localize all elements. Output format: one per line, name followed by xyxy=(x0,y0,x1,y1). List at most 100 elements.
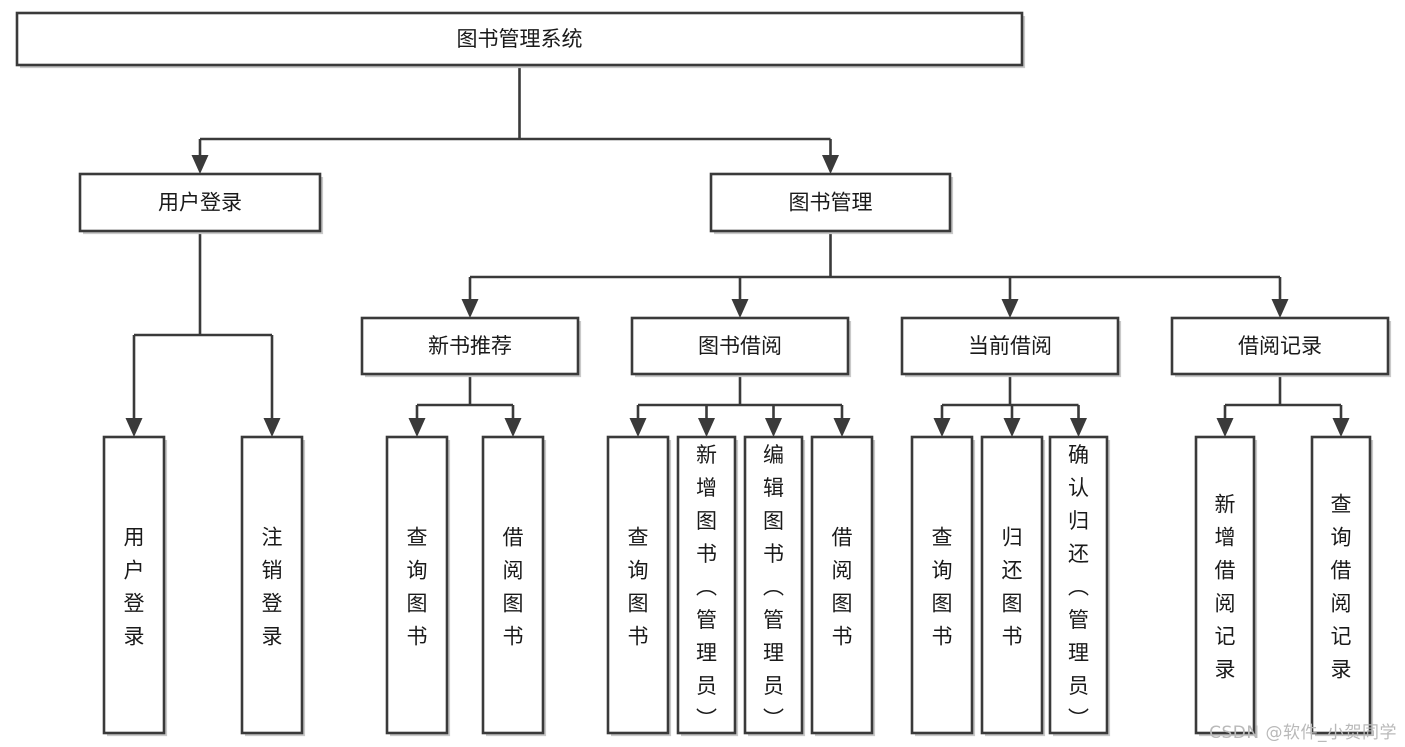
arrow-head-icon xyxy=(461,299,479,318)
node-label: 借阅图书 xyxy=(503,526,524,649)
node-leaf-borrow-book[interactable]: 借阅图书 xyxy=(810,435,876,737)
node-shadow xyxy=(611,440,672,737)
node-borrow-record[interactable]: 借阅记录 xyxy=(1170,316,1392,378)
node-shadow xyxy=(905,321,1122,378)
node-rect[interactable] xyxy=(910,435,974,735)
arrow-head-icon xyxy=(263,418,281,437)
node-shadow xyxy=(107,440,168,737)
arrow-head-icon xyxy=(1332,418,1350,437)
node-leaf-add-book-admin[interactable]: 新增图书︵管理员︶ xyxy=(676,435,739,737)
connector-layer xyxy=(125,65,1350,437)
arrow-head-icon xyxy=(1001,299,1019,318)
node-layer: 图书管理系统用户登录图书管理新书推荐图书借阅当前借阅借阅记录用户登录注销登录查询… xyxy=(15,11,1392,737)
node-rect[interactable] xyxy=(15,11,1024,67)
node-rect[interactable] xyxy=(385,435,449,735)
arrow-head-icon xyxy=(833,418,851,437)
node-shadow xyxy=(714,177,954,235)
node-shadow xyxy=(1199,440,1258,737)
node-rect[interactable] xyxy=(102,435,166,735)
arrow-head-icon xyxy=(191,155,209,174)
node-leaf-query-book-current[interactable]: 查询图书 xyxy=(910,435,976,737)
node-label: 用户登录 xyxy=(124,526,145,649)
arrow-head-icon xyxy=(933,418,951,437)
node-rect[interactable] xyxy=(676,435,737,735)
node-leaf-user-login[interactable]: 用户登录 xyxy=(102,435,168,737)
node-rect[interactable] xyxy=(630,316,850,376)
node-book-borrow[interactable]: 图书借阅 xyxy=(630,316,852,378)
arrow-head-icon xyxy=(1070,418,1087,437)
node-shadow xyxy=(20,16,1026,69)
node-shadow xyxy=(365,321,582,378)
node-rect[interactable] xyxy=(709,172,952,233)
node-rect[interactable] xyxy=(743,435,804,735)
node-undefined[interactable]: 图书管理系统 xyxy=(15,11,1026,69)
node-label: 用户登录 xyxy=(158,191,242,215)
node-shadow xyxy=(1175,321,1392,378)
node-label: 查询借阅记录 xyxy=(1331,493,1352,682)
node-label: 当前借阅 xyxy=(968,334,1052,358)
node-new-book-recommend[interactable]: 新书推荐 xyxy=(360,316,582,378)
node-label: 新增借阅记录 xyxy=(1215,493,1236,682)
arrow-head-icon xyxy=(822,155,839,174)
node-leaf-return-book[interactable]: 归还图书 xyxy=(980,435,1046,737)
node-label: 查询图书 xyxy=(407,526,428,649)
node-rect[interactable] xyxy=(1194,435,1256,735)
node-rect[interactable] xyxy=(1310,435,1372,735)
node-label: 图书借阅 xyxy=(698,334,782,358)
node-shadow xyxy=(748,440,806,737)
node-rect[interactable] xyxy=(360,316,580,376)
node-rect[interactable] xyxy=(900,316,1120,376)
node-book-manage[interactable]: 图书管理 xyxy=(709,172,954,235)
node-shadow xyxy=(985,440,1046,737)
node-shadow xyxy=(1315,440,1374,737)
node-leaf-query-book-borrow[interactable]: 查询图书 xyxy=(606,435,672,737)
node-label: 查询图书 xyxy=(932,526,953,649)
node-rect[interactable] xyxy=(810,435,874,735)
node-leaf-logout[interactable]: 注销登录 xyxy=(240,435,306,737)
node-leaf-query-borrow-record[interactable]: 查询借阅记录 xyxy=(1310,435,1374,737)
arrow-head-icon xyxy=(408,418,426,437)
node-label: 新书推荐 xyxy=(428,334,512,358)
node-leaf-confirm-return-admin[interactable]: 确认归还︵管理员︶ xyxy=(1048,435,1111,737)
arrow-head-icon xyxy=(698,418,715,437)
node-label: 归还图书 xyxy=(1002,526,1023,649)
node-rect[interactable] xyxy=(606,435,670,735)
watermark-text: CSDN @软件_小贺同学 xyxy=(1209,723,1397,743)
arrow-head-icon xyxy=(504,418,522,437)
node-shadow xyxy=(83,177,324,235)
node-leaf-borrow-book-rec[interactable]: 借阅图书 xyxy=(481,435,547,737)
node-label: 编辑图书︵管理员︶ xyxy=(763,443,784,731)
node-label: 图书管理系统 xyxy=(457,27,583,51)
arrow-head-icon xyxy=(1271,299,1289,318)
node-shadow xyxy=(486,440,547,737)
node-user-login[interactable]: 用户登录 xyxy=(78,172,324,235)
node-leaf-query-book-rec[interactable]: 查询图书 xyxy=(385,435,451,737)
node-rect[interactable] xyxy=(980,435,1044,735)
node-shadow xyxy=(390,440,451,737)
node-shadow xyxy=(245,440,306,737)
node-rect[interactable] xyxy=(481,435,545,735)
node-leaf-add-borrow-record[interactable]: 新增借阅记录 xyxy=(1194,435,1258,737)
arrow-head-icon xyxy=(765,418,782,437)
node-rect[interactable] xyxy=(240,435,304,735)
node-shadow xyxy=(681,440,739,737)
node-current-borrow[interactable]: 当前借阅 xyxy=(900,316,1122,378)
node-leaf-edit-book-admin[interactable]: 编辑图书︵管理员︶ xyxy=(743,435,806,737)
node-rect[interactable] xyxy=(1170,316,1390,376)
arrow-head-icon xyxy=(1216,418,1234,437)
node-label: 查询图书 xyxy=(628,526,649,649)
arrow-head-icon xyxy=(125,418,143,437)
node-label: 借阅图书 xyxy=(832,526,853,649)
node-label: 新增图书︵管理员︶ xyxy=(696,443,717,731)
arrow-head-icon xyxy=(1003,418,1021,437)
node-label: 借阅记录 xyxy=(1238,334,1322,358)
node-shadow xyxy=(1053,440,1111,737)
arrow-head-icon xyxy=(731,299,749,318)
node-rect[interactable] xyxy=(78,172,322,233)
arrow-head-icon xyxy=(629,418,647,437)
node-shadow xyxy=(915,440,976,737)
node-label: 确认归还︵管理员︶ xyxy=(1068,443,1089,731)
node-rect[interactable] xyxy=(1048,435,1109,735)
